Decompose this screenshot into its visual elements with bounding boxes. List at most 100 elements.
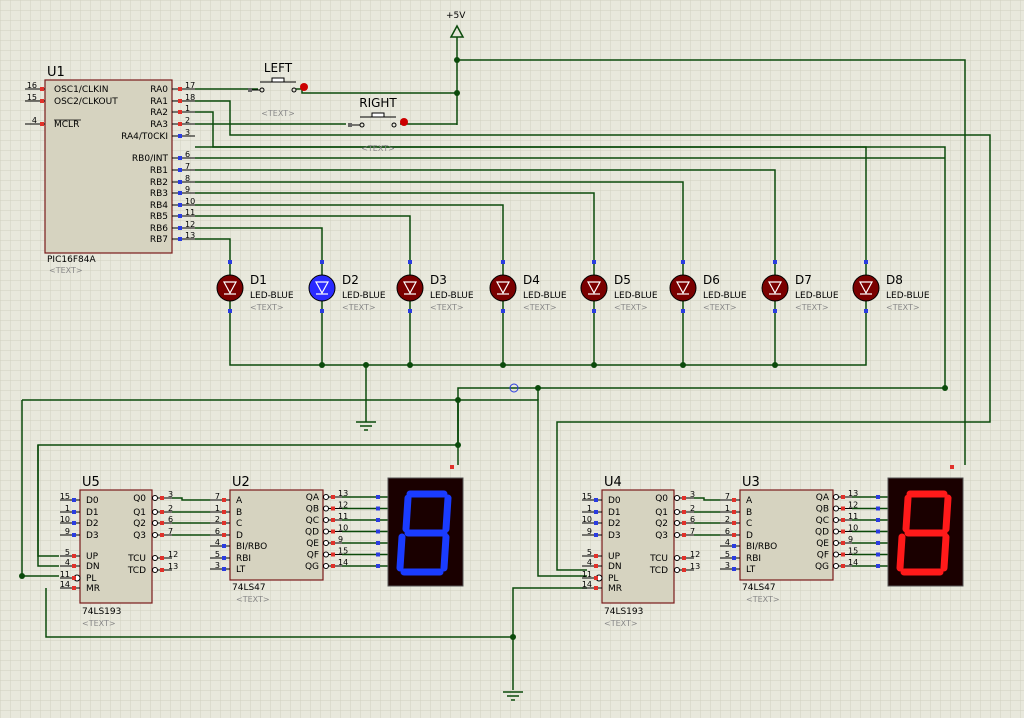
pin-number: 7 <box>690 527 695 536</box>
pin-number: 5 <box>725 550 730 559</box>
pin-marker <box>773 309 777 313</box>
vcc-terminal[interactable]: +5V <box>446 11 466 38</box>
pin-number: 11 <box>338 512 348 521</box>
display-u2[interactable] <box>387 477 464 587</box>
pin-name: QA <box>306 493 320 503</box>
u1-pin-number: 7 <box>185 162 190 171</box>
pin-marker <box>592 260 596 264</box>
u1-pin-name: OSC1/CLKIN <box>54 85 108 95</box>
probe-marker[interactable] <box>509 383 519 393</box>
led-body[interactable] <box>852 274 880 302</box>
pin-number: 14 <box>582 580 592 589</box>
counter-decoder-wire <box>172 497 210 501</box>
button-state-indicator[interactable] <box>400 118 408 126</box>
button-cap[interactable] <box>371 112 385 118</box>
pin-marker <box>501 309 505 313</box>
right-button[interactable]: RIGHT<TEXT> <box>348 96 408 153</box>
output-bubble <box>152 532 158 538</box>
pin-marker <box>178 134 182 138</box>
u1-pin-name: OSC2/CLKOUT <box>54 97 118 107</box>
pin-marker <box>178 237 182 241</box>
display-segment <box>440 533 450 572</box>
rb-d8 <box>195 146 867 276</box>
pin-number: 15 <box>60 492 70 501</box>
pin-marker <box>222 498 226 502</box>
pin-number: 12 <box>338 501 348 510</box>
diode-icon <box>858 281 874 295</box>
pin-marker <box>864 309 868 313</box>
output-bubble <box>674 495 680 501</box>
led-body[interactable] <box>216 274 244 302</box>
pin-name: D1 <box>608 508 621 518</box>
u3-74ls47-body[interactable] <box>739 489 834 581</box>
pin-name: D2 <box>608 519 621 529</box>
button-state-indicator[interactable] <box>300 83 308 91</box>
output-bubble <box>833 563 839 569</box>
led-body[interactable] <box>308 274 336 302</box>
output-bubble <box>674 520 680 526</box>
pin-marker <box>376 529 380 534</box>
u1-body[interactable] <box>44 79 173 254</box>
pin-marker <box>160 533 164 537</box>
output-bubble <box>674 555 680 561</box>
pin-marker <box>732 521 736 525</box>
pin-number: 3 <box>690 490 695 499</box>
rb3-d5 <box>195 192 595 276</box>
led-body[interactable] <box>580 274 608 302</box>
pin-marker <box>732 498 736 502</box>
pin-marker <box>72 533 76 537</box>
pin-marker <box>178 214 182 218</box>
output-bubble <box>323 517 329 523</box>
pin-name: UP <box>608 552 621 562</box>
led-body[interactable] <box>489 274 517 302</box>
display-u3[interactable] <box>887 477 964 587</box>
pin-number: 7 <box>215 492 220 501</box>
u2-74ls47-body[interactable] <box>229 489 324 581</box>
pin-marker <box>841 506 845 511</box>
u1-pin-number: 11 <box>185 208 195 217</box>
pin-marker <box>178 168 182 172</box>
pin-name: RBI <box>746 554 761 564</box>
u4-74ls193-body[interactable] <box>601 489 675 604</box>
button-cap[interactable] <box>271 77 285 83</box>
left-button[interactable]: LEFT<TEXT> <box>248 61 308 118</box>
ground-icon <box>503 691 523 701</box>
vcc-arrow-icon <box>449 24 465 38</box>
pin-marker <box>160 521 164 525</box>
pin-marker <box>408 260 412 264</box>
pin-marker <box>160 510 164 514</box>
pin-number: 15 <box>338 547 348 556</box>
led-body[interactable] <box>761 274 789 302</box>
pin-marker <box>222 533 226 537</box>
junction-dot <box>591 362 597 368</box>
pin-name: Q3 <box>133 531 146 541</box>
output-bubble <box>152 520 158 526</box>
led-body[interactable] <box>396 274 424 302</box>
u2-74ls47-ref: U2 <box>232 475 250 490</box>
pin-marker <box>682 556 686 560</box>
output-bubble <box>674 532 680 538</box>
junction-dot <box>363 362 369 368</box>
pin-marker <box>732 533 736 537</box>
pin-number: 9 <box>65 527 70 536</box>
output-bubble <box>323 551 329 558</box>
u5-74ls193-body[interactable] <box>79 489 153 604</box>
pin-number: 1 <box>725 504 730 513</box>
pin-marker <box>376 564 380 568</box>
diode-icon <box>495 281 511 295</box>
pin-number: 4 <box>215 538 220 547</box>
led-body[interactable] <box>669 274 697 302</box>
